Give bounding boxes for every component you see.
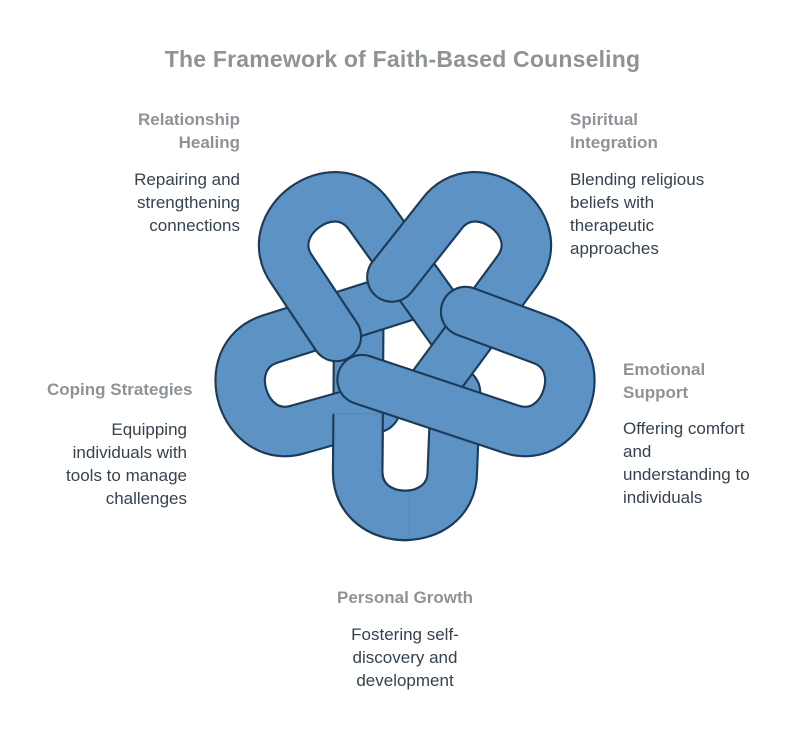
knot-loop-upper-right <box>366 171 553 423</box>
section-heading-coping-strategies: Coping Strategies <box>47 380 193 399</box>
section-heading-personal-growth: Personal Growth <box>336 588 474 607</box>
knot-loop-left <box>214 265 446 458</box>
section-description-relationship-healing: Repairing and strengthening connections <box>134 170 240 235</box>
knot-weave-overdraw <box>331 413 410 541</box>
section-description-spiritual-integration: Blending religious beliefs with therapeu… <box>570 170 705 258</box>
section-heading-emotional-support: Emotional Support <box>623 360 706 402</box>
section-heading-spiritual-integration: Spiritual Integration <box>570 110 658 152</box>
section-relationship-healing: Relationship Healing Repairing and stren… <box>115 108 240 237</box>
section-heading-relationship-healing: Relationship Healing <box>137 110 240 152</box>
five-loop-knot-svg <box>214 171 596 541</box>
knot-icon <box>190 130 620 560</box>
section-description-personal-growth: Fostering self-discovery and development <box>351 625 459 690</box>
knot-loop-right <box>336 285 596 458</box>
section-coping-strategies: Coping Strategies Equipping individuals … <box>47 378 193 510</box>
section-description-emotional-support: Offering comfort and understanding to in… <box>623 419 750 507</box>
section-spiritual-integration: Spiritual Integration Blending religious… <box>570 108 732 260</box>
section-emotional-support: Emotional Support Offering comfort and u… <box>623 358 763 509</box>
page-title: The Framework of Faith-Based Counseling <box>164 46 641 72</box>
section-description-coping-strategies: Equipping individuals with tools to mana… <box>66 420 187 508</box>
knot-loop-upper-left <box>257 171 486 368</box>
section-personal-growth: Personal Growth Fostering self-discovery… <box>300 586 510 692</box>
